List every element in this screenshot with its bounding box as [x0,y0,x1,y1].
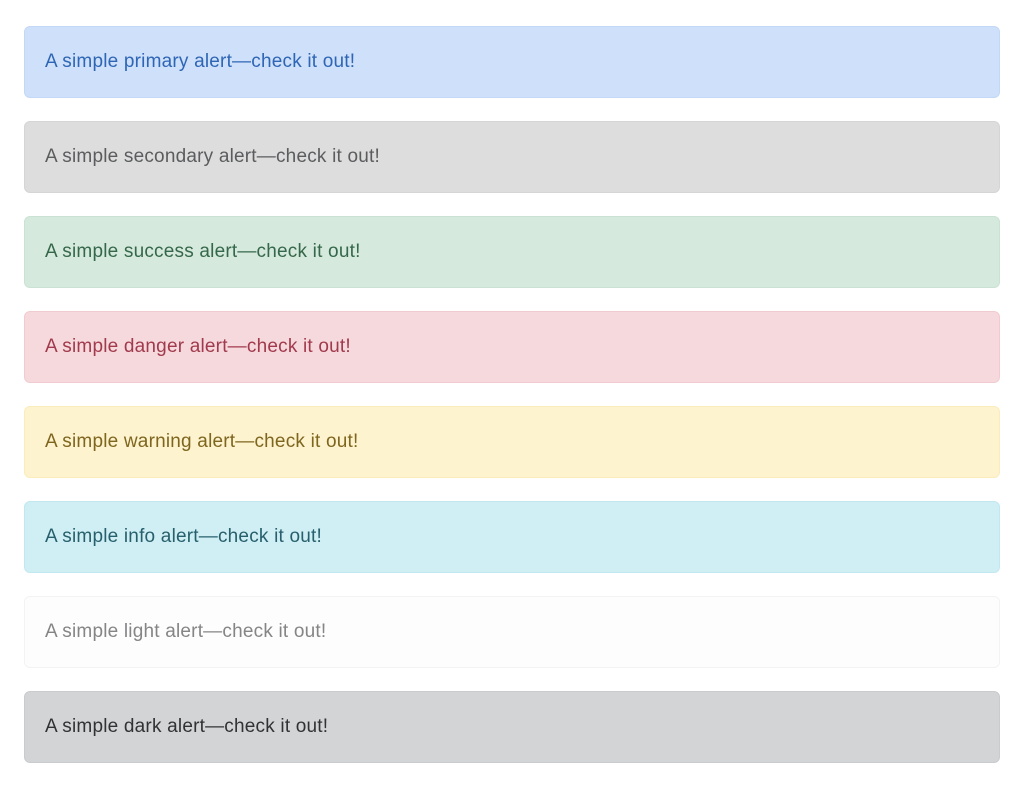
alert-primary-text: A simple primary alert—check it out! [45,51,356,72]
alert-dark-text: A simple dark alert—check it out! [45,716,329,737]
alert-light-text: A simple light alert—check it out! [45,621,327,642]
alert-secondary-text: A simple secondary alert—check it out! [45,146,380,167]
alert-primary: A simple primary alert—check it out! [24,26,1000,98]
alert-success: A simple success alert—check it out! [24,216,1000,288]
alert-success-text: A simple success alert—check it out! [45,241,361,262]
alert-light: A simple light alert—check it out! [24,596,1000,668]
alert-warning-text: A simple warning alert—check it out! [45,431,359,452]
alert-danger: A simple danger alert—check it out! [24,311,1000,383]
alert-info: A simple info alert—check it out! [24,501,1000,573]
alert-info-text: A simple info alert—check it out! [45,526,322,547]
alert-secondary: A simple secondary alert—check it out! [24,121,1000,193]
alert-dark: A simple dark alert—check it out! [24,691,1000,763]
alert-warning: A simple warning alert—check it out! [24,406,1000,478]
alert-danger-text: A simple danger alert—check it out! [45,336,351,357]
